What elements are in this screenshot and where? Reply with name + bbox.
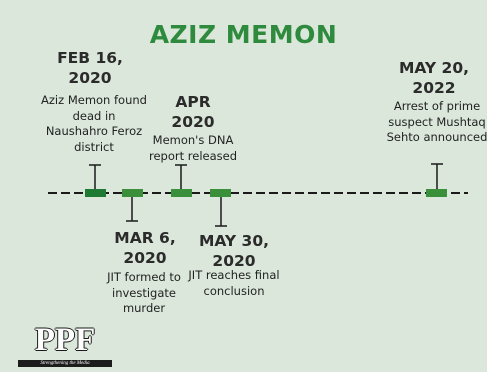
event-marker-2 [122, 189, 143, 197]
event-marker-5 [426, 189, 447, 197]
logo-tagline: Strengthening the Media [18, 360, 112, 367]
event-description-1: Aziz Memon found dead in Naushahro Feroz… [41, 93, 147, 154]
event-date-2: MAR 6, 2020 [114, 229, 176, 267]
event-description-3: Memon's DNA report released [148, 133, 237, 163]
event-date-4: MAY 30, 2020 [198, 232, 269, 270]
event-description-5: Arrest of prime suspect Mushtaq Sehto an… [386, 99, 487, 144]
ppf-logo: PPF Strengthening the Media [18, 322, 112, 368]
event-date-5: MAY 20, 2022 [398, 59, 469, 97]
event-marker-3 [171, 189, 192, 197]
logo-letters: PPF [18, 322, 112, 358]
event-description-2: JIT formed to investigate murder [107, 270, 181, 315]
event-marker-1 [85, 189, 106, 197]
event-date-1: FEB 16, 2020 [57, 49, 123, 87]
event-marker-4 [210, 189, 231, 197]
event-date-3: APR 2020 [171, 93, 215, 131]
page-title: AZIZ MEMON [149, 20, 338, 49]
event-description-4: JIT reaches final conclusion [188, 268, 280, 298]
